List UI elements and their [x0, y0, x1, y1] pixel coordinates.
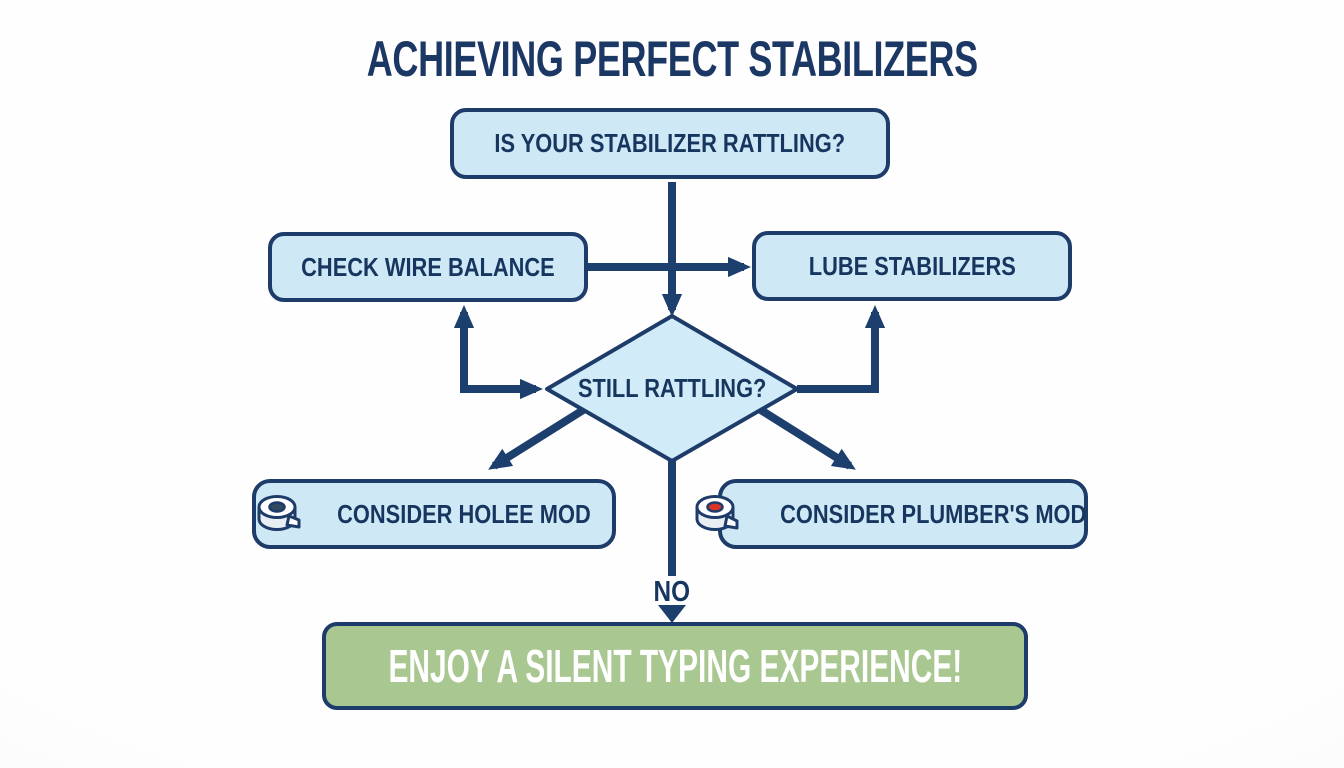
node-result: ENJOY A SILENT TYPING EXPERIENCE!	[322, 622, 1028, 710]
edge-decision-to-holee	[488, 403, 591, 470]
node-question: IS YOUR STABILIZER RATTLING?	[450, 108, 890, 179]
page-title: ACHIEVING PERFECT STABILIZERS	[0, 30, 1344, 88]
node-lube-stabilizers: LUBE STABILIZERS	[752, 231, 1072, 301]
edge-decision-to-lube	[797, 305, 886, 393]
node-lube-stabilizers-label: LUBE STABILIZERS	[808, 250, 1016, 281]
tape-roll-red-icon	[695, 495, 739, 531]
decision-diamond-shape	[545, 314, 799, 463]
edge-label-no: NO	[622, 576, 722, 609]
edge-label-no-text: NO	[653, 576, 691, 608]
node-question-label: IS YOUR STABILIZER RATTLING?	[494, 128, 846, 158]
edge-decision-to-check	[453, 305, 543, 400]
node-consider-holee-mod: CONSIDER HOLEE MOD	[252, 479, 616, 549]
node-check-wire-balance: CHECK WIRE BALANCE	[268, 232, 588, 302]
edge-decision-to-plumbers	[753, 403, 856, 470]
edge-no-arrowhead	[658, 605, 686, 623]
node-consider-plumbers-mod: CONSIDER PLUMBER'S MOD	[695, 479, 1088, 549]
tape-roll-icon	[257, 495, 301, 531]
node-decision-label-text: STILL RATTLING?	[577, 373, 767, 403]
node-decision-label: STILL RATTLING?	[540, 373, 804, 404]
page-title-text: ACHIEVING PERFECT STABILIZERS	[366, 31, 978, 87]
node-result-label: ENJOY A SILENT TYPING EXPERIENCE!	[388, 640, 962, 692]
node-consider-holee-mod-label: CONSIDER HOLEE MOD	[337, 498, 591, 529]
node-check-wire-balance-label: CHECK WIRE BALANCE	[301, 251, 555, 282]
node-consider-plumbers-mod-label: CONSIDER PLUMBER'S MOD	[779, 498, 1087, 529]
